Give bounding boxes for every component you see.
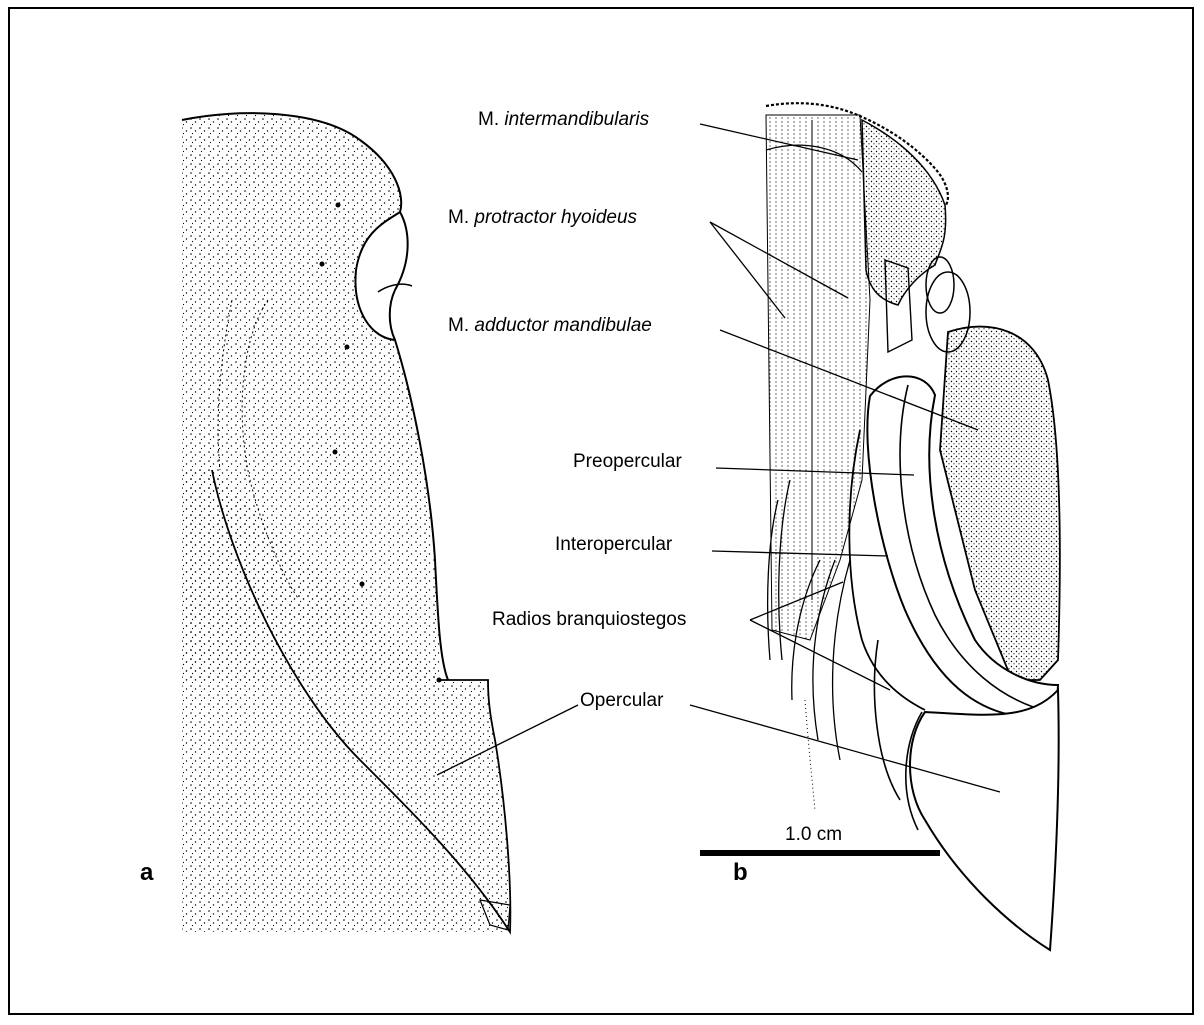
panel-a-drawing xyxy=(182,113,510,932)
label-protractor-hyoideus: M. protractor hyoideus xyxy=(448,208,637,227)
label-adductor-mandibulae: M. adductor mandibulae xyxy=(448,316,652,335)
panel-label-b: b xyxy=(733,861,748,885)
label-intermandibularis: M. intermandibularis xyxy=(478,110,649,129)
label-preopercular: Preopercular xyxy=(573,452,682,471)
label-radios-branquiostegos: Radios branquiostegos xyxy=(492,610,686,629)
label-interopercular: Interopercular xyxy=(555,535,672,554)
panel-label-a: a xyxy=(140,861,153,885)
scale-bar-label: 1.0 cm xyxy=(785,825,842,844)
label-opercular: Opercular xyxy=(580,691,663,710)
panel-b-drawing xyxy=(766,103,1060,950)
